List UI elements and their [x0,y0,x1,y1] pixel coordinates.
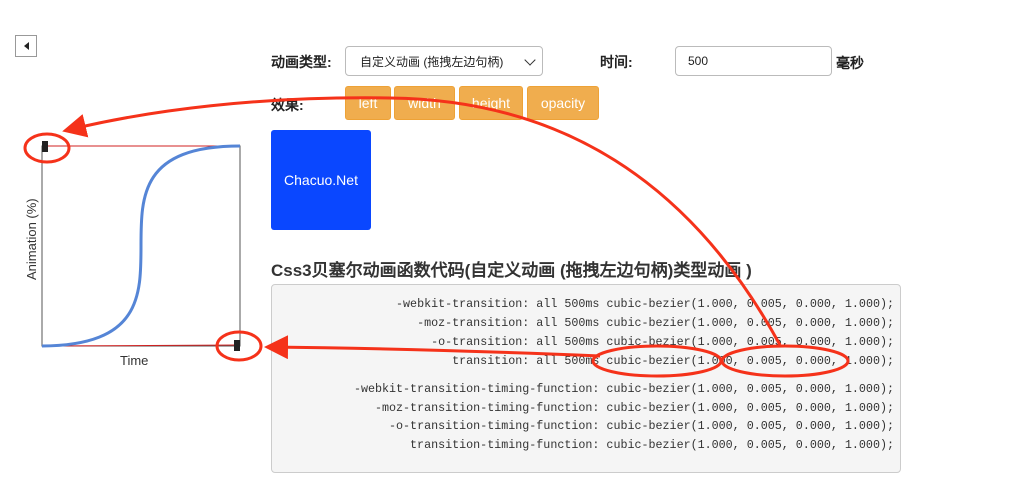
effect-opacity-button[interactable]: opacity [527,86,599,120]
code-line: transition: all 500ms cubic-bezier(1.000… [452,354,894,368]
x-axis-label: Time [120,353,149,368]
time-label: 时间: [600,54,633,70]
collapse-panel-button[interactable] [15,35,37,57]
handle-line-start [41,344,241,347]
annotation-circle-first-pair [591,344,723,378]
control-handle-1[interactable] [234,340,240,351]
code-block: -webkit-transition: all 500ms cubic-bezi… [271,284,901,473]
animation-type-label: 动画类型: [271,54,332,70]
annotation-arrow-to-handle-1 [62,96,782,346]
time-unit: 毫秒 [836,55,864,71]
bezier-curve [41,144,241,348]
effect-left-button[interactable]: left [345,86,391,120]
control-handle-2[interactable] [42,141,48,152]
code-line: -webkit-transition-timing-function: cubi… [353,382,894,396]
animation-type-select[interactable]: 自定义动画 (拖拽左边句柄) [345,46,543,76]
annotation-circle-handle-1 [23,132,71,164]
code-line: transition-timing-function: cubic-bezier… [410,438,894,452]
code-section-title: Css3贝塞尔动画函数代码(自定义动画 (拖拽左边句柄)类型动画 ) [271,261,752,280]
code-line: -o-transition-timing-function: cubic-bez… [389,419,894,433]
effect-width-button[interactable]: width [394,86,455,120]
time-input[interactable] [675,46,832,76]
code-line: -moz-transition-timing-function: cubic-b… [374,401,894,415]
annotation-arrow-to-handle-2 [264,335,601,360]
annotation-circle-second-pair [720,344,850,378]
annotation-circle-handle-2 [215,330,263,362]
caret-left-icon [23,42,29,50]
animation-type-value: 自定义动画 (拖拽左边句柄) [360,54,504,69]
code-line: -moz-transition: all 500ms cubic-bezier(… [417,316,894,330]
code-line: -webkit-transition: all 500ms cubic-bezi… [396,297,894,311]
demo-animation-box: Chacuo.Net [271,130,371,230]
